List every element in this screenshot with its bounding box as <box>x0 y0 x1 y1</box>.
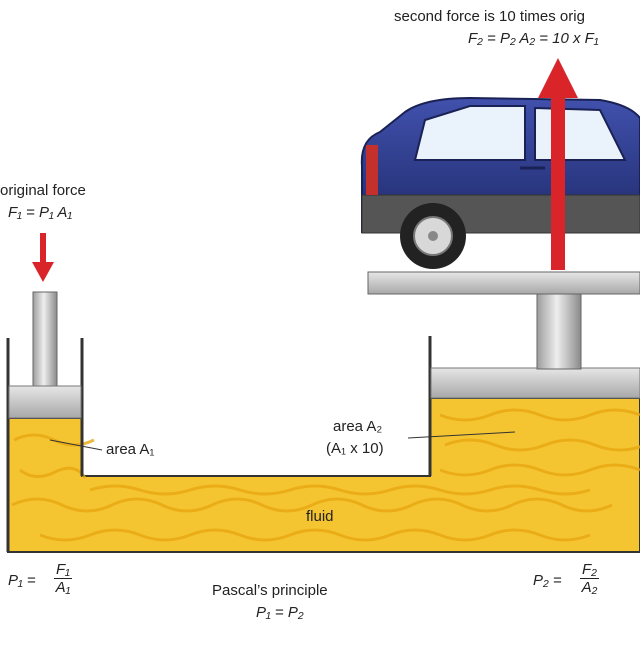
second-force-label: second force is 10 times orig <box>394 8 585 25</box>
p1-denominator: A₁ <box>55 579 71 596</box>
right-platform <box>367 271 640 295</box>
fluid-body <box>7 397 640 553</box>
p1-fraction: F₁ A₁ <box>54 561 72 596</box>
second-force-equation: F₂ = P₂ A₂ = 10 x F₁ <box>468 30 599 47</box>
p1-equation-lhs: P₁ = <box>8 572 36 589</box>
second-force-arrow <box>538 58 578 270</box>
area-a2-leader <box>407 431 516 439</box>
area-a1-leader <box>49 439 103 451</box>
area-a2-multiplier: (A₁ x 10) <box>326 440 384 457</box>
p2-denominator: A₂ <box>581 579 598 596</box>
pascal-principle-equation: P₁ = P₂ <box>256 604 304 621</box>
original-force-arrow <box>32 233 54 282</box>
area-a1-label: area A₁ <box>106 441 155 458</box>
left-piston-head <box>8 385 82 419</box>
p2-fraction: F₂ A₂ <box>580 561 599 596</box>
car <box>360 96 640 269</box>
original-force-label: original force <box>0 182 86 199</box>
right-piston-rod <box>536 292 582 370</box>
left-piston-rod <box>32 291 58 389</box>
p2-numerator: F₂ <box>580 561 599 579</box>
right-piston-head <box>430 367 640 399</box>
area-a2-label: area A₂ <box>333 418 383 435</box>
original-force-equation: F₁ = P₁ A₁ <box>8 204 73 221</box>
p2-equation-lhs: P₂ = <box>533 572 562 589</box>
p1-numerator: F₁ <box>54 561 72 579</box>
pascal-principle-title: Pascal’s principle <box>212 582 328 599</box>
fluid-texture <box>11 408 640 542</box>
fluid-label: fluid <box>306 508 334 525</box>
